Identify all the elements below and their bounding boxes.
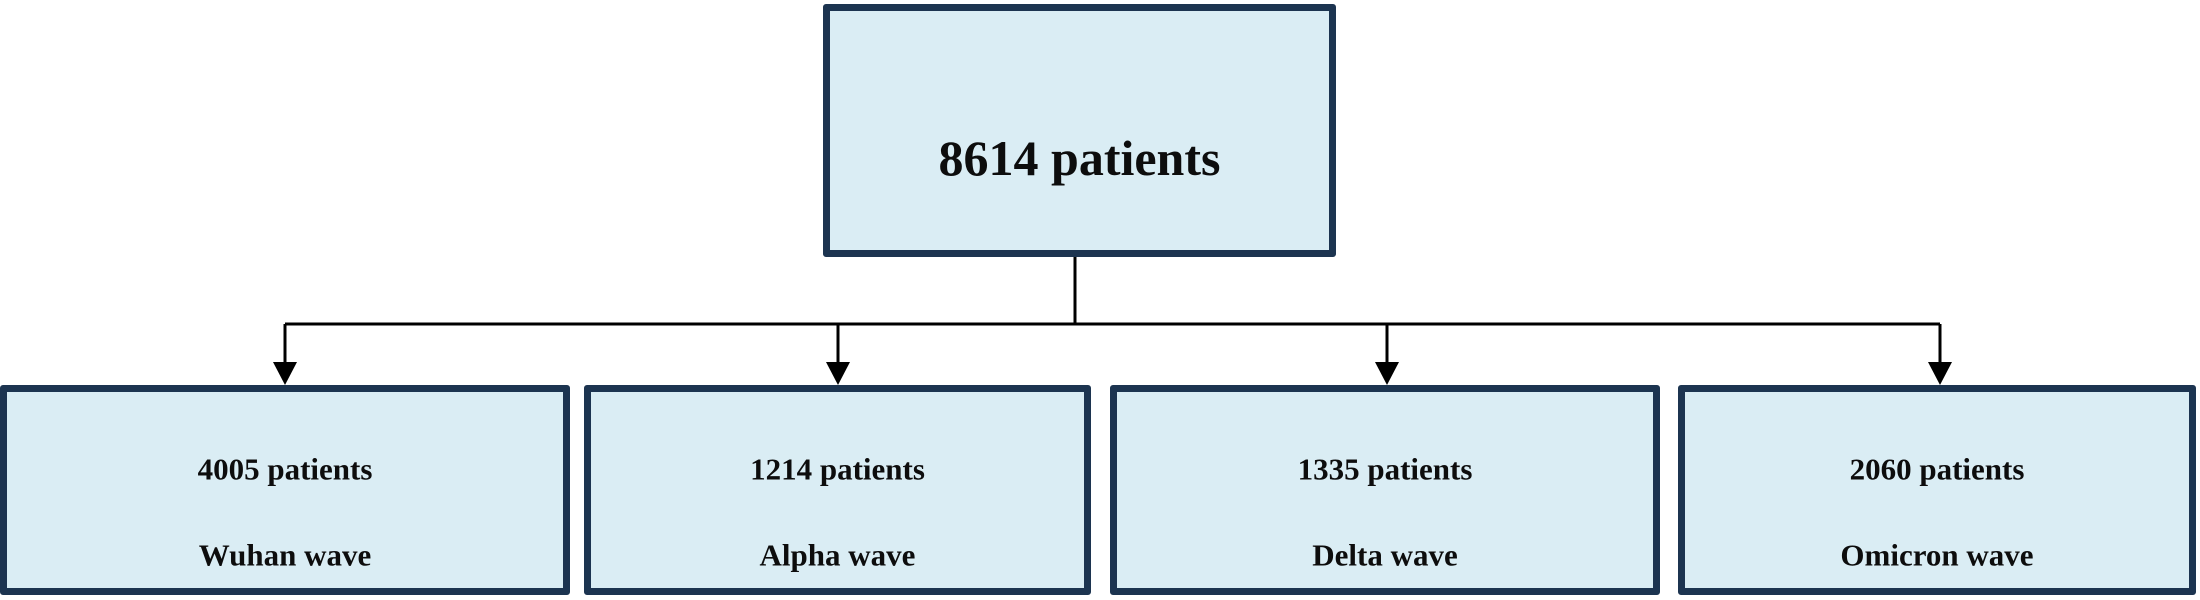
arrow-head-omicron-icon (1928, 362, 1952, 385)
child-box-wave-label: Delta wave (1312, 537, 1458, 573)
arrow-head-delta-icon (1375, 362, 1399, 385)
child-box-delta: 1335 patients Delta wave (1110, 385, 1660, 595)
child-box-alpha: 1214 patients Alpha wave (584, 385, 1091, 595)
child-box-wave-label: Alpha wave (759, 537, 916, 573)
child-box-wave-label: Omicron wave (1840, 537, 2034, 573)
child-box-wave-label: Wuhan wave (198, 537, 372, 573)
child-box-count: 2060 patients (1849, 451, 2025, 487)
root-box-total-patients: 8614 patients (823, 4, 1336, 257)
child-box-count: 4005 patients (197, 451, 373, 487)
root-box-label: 8614 patients (938, 130, 1221, 186)
arrow-head-alpha-icon (826, 362, 850, 385)
child-box-omicron: 2060 patients Omicron wave (1678, 385, 2196, 595)
child-box-count: 1335 patients (1297, 451, 1473, 487)
child-box-wuhan: 4005 patients Wuhan wave (0, 385, 570, 595)
child-box-count: 1214 patients (750, 451, 925, 487)
arrow-head-wuhan-icon (273, 362, 297, 385)
